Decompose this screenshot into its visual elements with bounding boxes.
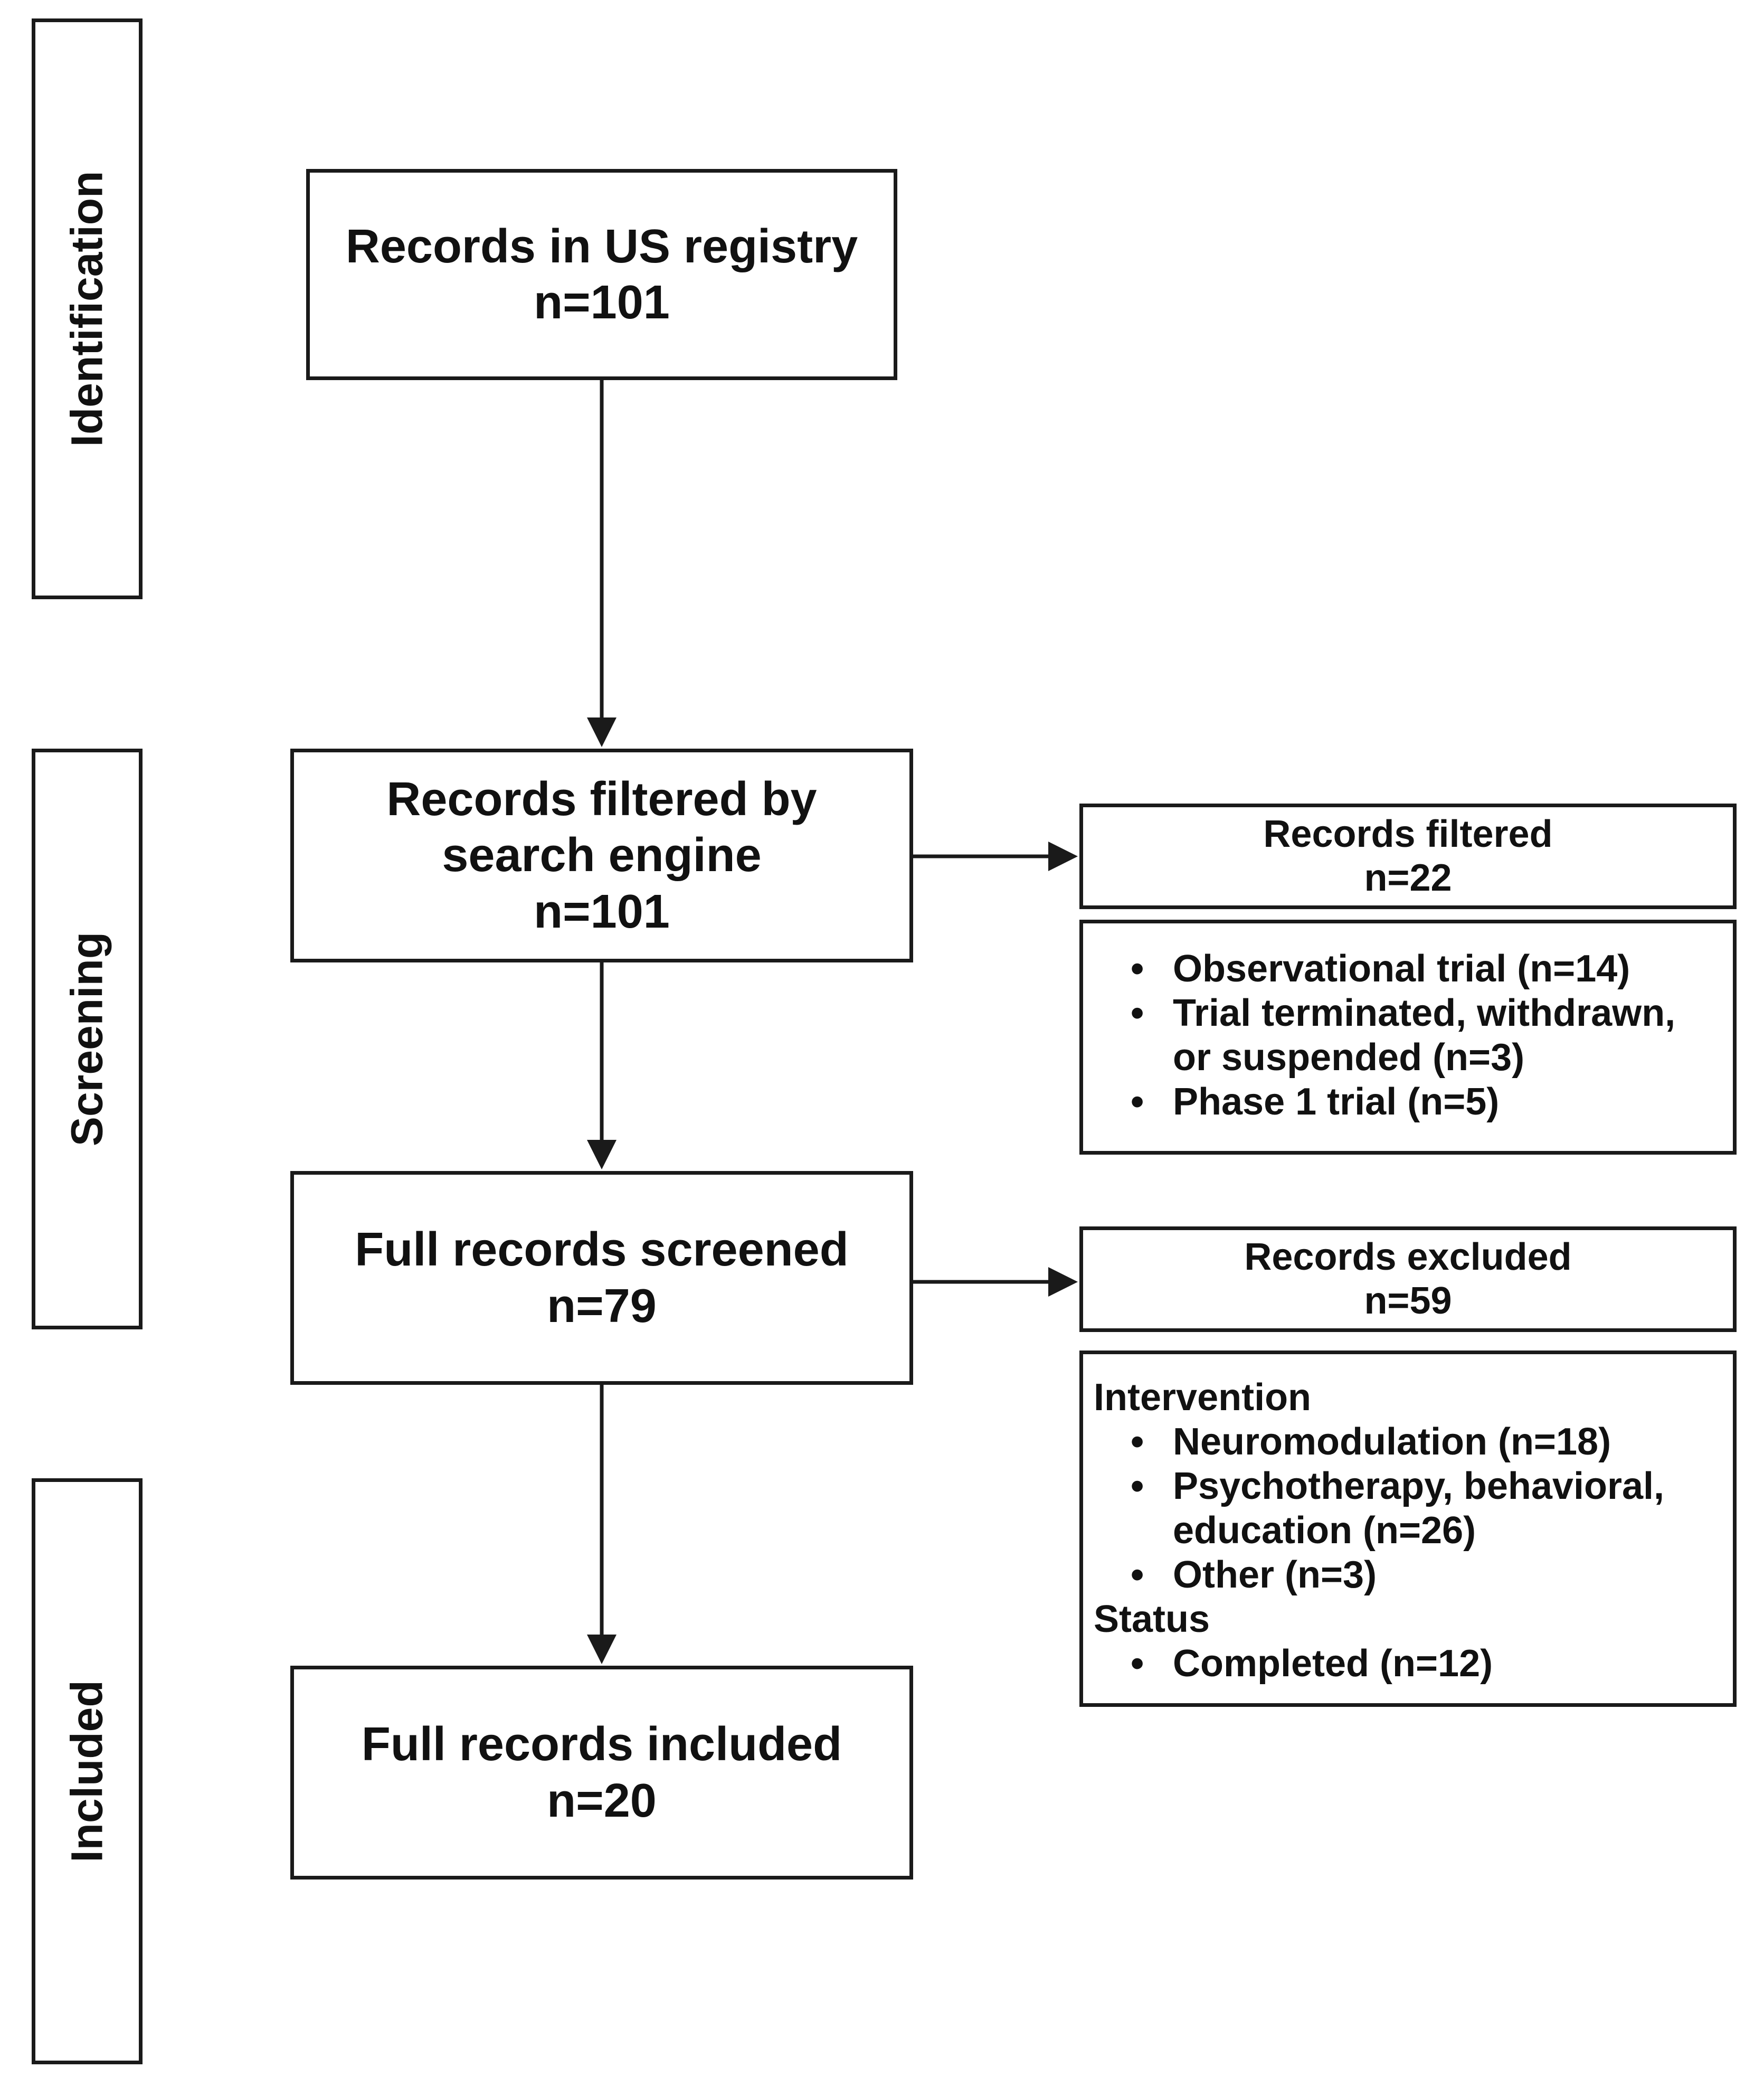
stage-identification: Identification <box>32 18 143 599</box>
registry-box: Records in US registry n=101 <box>306 169 897 380</box>
stage-screening: Screening <box>32 749 143 1329</box>
screened-box: Full records screened n=79 <box>290 1171 913 1385</box>
records-excluded-count: n=59 <box>1364 1280 1452 1322</box>
records-filtered-reasons-box: Observational trial (n=14) Trial termina… <box>1079 920 1737 1155</box>
filtered-reasons-list: Observational trial (n=14) Trial termina… <box>1083 947 1733 1124</box>
registry-count: n=101 <box>534 276 670 329</box>
records-excluded-box: Records excluded n=59 <box>1079 1226 1737 1332</box>
status-reasons-list: Completed (n=12) <box>1083 1641 1733 1686</box>
intervention-reasons-list: Neuromodulation (n=18) Psychotherapy, be… <box>1083 1420 1733 1597</box>
records-filtered-title: Records filtered <box>1263 813 1553 856</box>
records-filtered-box: Records filtered n=22 <box>1079 804 1737 909</box>
included-count: n=20 <box>547 1774 657 1827</box>
included-title: Full records included <box>361 1718 842 1771</box>
filtered-by-engine-title-line2: search engine <box>442 829 762 882</box>
list-item: Completed (n=12) <box>1083 1641 1733 1686</box>
intervention-heading: Intervention <box>1094 1376 1312 1419</box>
registry-title: Records in US registry <box>345 220 858 273</box>
list-item: Phase 1 trial (n=5) <box>1083 1080 1733 1124</box>
list-item: Other (n=3) <box>1083 1553 1733 1597</box>
screened-title: Full records screened <box>355 1223 849 1277</box>
filtered-by-engine-count: n=101 <box>534 885 670 938</box>
list-item: Trial terminated, withdrawn,or suspended… <box>1083 991 1733 1080</box>
status-heading: Status <box>1094 1598 1210 1640</box>
list-item: Psychotherapy, behavioral,education (n=2… <box>1083 1464 1733 1553</box>
records-excluded-reasons-box: Intervention Neuromodulation (n=18) Psyc… <box>1079 1351 1737 1707</box>
records-filtered-count: n=22 <box>1364 857 1452 899</box>
stage-included: Included <box>32 1478 143 2064</box>
filtered-by-engine-title-line1: Records filtered by <box>386 773 817 826</box>
list-item: Neuromodulation (n=18) <box>1083 1420 1733 1464</box>
list-item: Observational trial (n=14) <box>1083 947 1733 991</box>
screened-count: n=79 <box>547 1279 657 1333</box>
filtered-by-engine-box: Records filtered by search engine n=101 <box>290 749 913 962</box>
included-box: Full records included n=20 <box>290 1666 913 1880</box>
records-excluded-title: Records excluded <box>1244 1236 1572 1279</box>
